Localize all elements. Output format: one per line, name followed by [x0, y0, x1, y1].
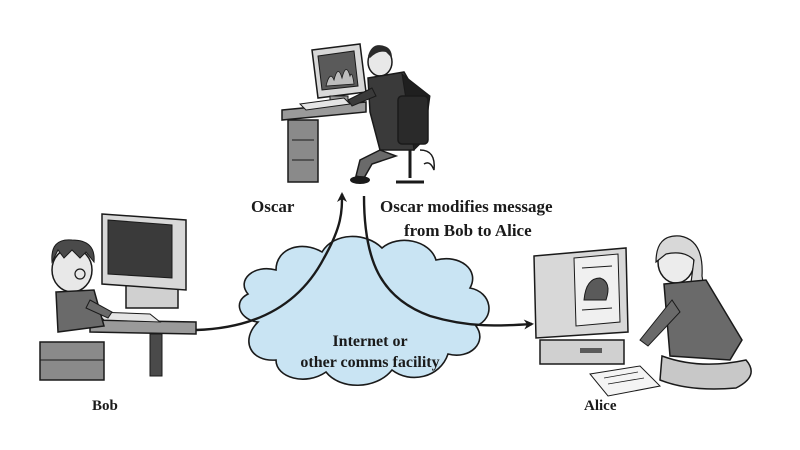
oscar-note-line2: from Bob to Alice — [404, 221, 532, 240]
monitor-icon — [311, 43, 367, 103]
bob-to-oscar-line — [195, 192, 347, 332]
monitor-icon — [101, 213, 187, 291]
person-at-computer-icon — [51, 239, 113, 333]
alice-label: Alice — [584, 398, 617, 414]
cloud-label-line2: other comms facility — [300, 354, 440, 371]
keyboard-icon — [298, 97, 352, 111]
bob-figure — [39, 213, 197, 381]
oscar-figure — [281, 43, 435, 184]
bob-label: Bob — [92, 398, 118, 414]
person-at-computer-icon — [347, 45, 435, 184]
cloud-label-line1: Internet or — [332, 333, 408, 350]
chair-icon — [396, 95, 429, 184]
disk-drive-slot — [580, 348, 602, 353]
desk-icon — [281, 101, 367, 183]
oscar-to-alice-line — [362, 195, 534, 330]
oscar-note-line1: Oscar modifies message — [380, 197, 553, 216]
oscar-label: Oscar — [251, 197, 295, 216]
person-at-computer-icon — [639, 235, 752, 390]
alice-figure — [533, 235, 752, 397]
cloud-icon — [238, 235, 490, 387]
desk-icon — [39, 319, 197, 381]
monitor-icon — [533, 247, 629, 339]
